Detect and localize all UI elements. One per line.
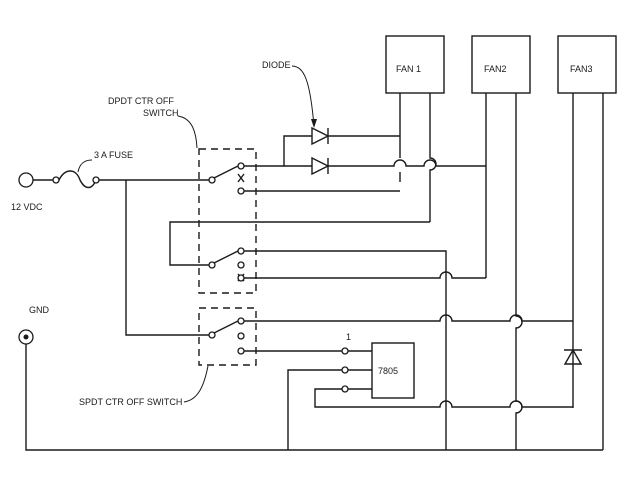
fuse-leader (77, 159, 93, 173)
diode-upper (311, 126, 330, 146)
diode-fan3 (563, 348, 583, 365)
dpdt-label-line1: DPDT CTR OFF (108, 96, 174, 106)
regulator-label: 7805 (378, 366, 398, 376)
diode-lower (311, 156, 330, 176)
dpdt-leader (177, 115, 198, 149)
spdt-throw-a (237, 317, 245, 325)
regulator-pin-3 (341, 385, 349, 393)
fan-2-box: FAN2 (471, 35, 531, 94)
spdt-throw-b (237, 332, 245, 340)
spdt-throw-c (237, 347, 245, 355)
dpdt-pole2-blade (213, 250, 239, 264)
fan-3-box: FAN3 (557, 35, 617, 94)
spdt-blade (213, 320, 239, 334)
fan-1-right-lead (429, 93, 437, 222)
fuse-terminal-right (92, 176, 100, 184)
dpdt-pole2-a-out (244, 250, 447, 450)
diode-leader-arrow (311, 119, 317, 128)
fan-1-box: FAN 1 (385, 35, 445, 94)
fan1-return-loop (169, 221, 430, 266)
spdt-switch-outline (198, 307, 257, 366)
gnd-terminal-inner (23, 334, 29, 340)
regulator-pin-2 (341, 366, 349, 374)
dpdt-pole2-c-to-fan2 (244, 271, 486, 279)
gnd-label: GND (29, 305, 50, 315)
pin2-to-ground (287, 369, 342, 450)
fan-2-label: FAN2 (484, 64, 507, 74)
fan-3-label: FAN3 (570, 64, 593, 74)
fused-branch-to-spdt (125, 180, 210, 336)
vdc-label: 12 VDC (11, 202, 43, 212)
dpdt-pole2-throw-a (237, 247, 245, 255)
regulator-pin-1 (341, 347, 349, 355)
spdt-common (208, 331, 216, 339)
lower-diode-out (328, 159, 486, 167)
dpdt-pole1-throw-b (237, 187, 245, 195)
dpdt-pole1-common (208, 176, 216, 184)
fan-1-label: FAN 1 (396, 64, 421, 74)
dpdt-pole2-throw-c (237, 274, 245, 282)
spdt-throw-a-out (244, 314, 573, 322)
fuse-terminal-left (52, 176, 60, 184)
regulator-7805 (371, 342, 415, 399)
pin-1-label: 1 (346, 332, 351, 342)
fuse-label: 3 A FUSE (94, 150, 133, 160)
ground-bus (25, 344, 603, 451)
diode-leader (291, 65, 315, 127)
fuse-element (58, 170, 97, 189)
dpdt-label-line2: SWITCH (143, 108, 179, 118)
dpdt-switch-outline (198, 148, 257, 294)
spdt-label: SPDT CTR OFF SWITCH (79, 397, 182, 407)
diode-label: DIODE (262, 60, 291, 70)
dpdt-upper-to-diodes (244, 135, 312, 167)
fan-2-right-lead (515, 93, 523, 450)
dpdt-pole1-x-mark (237, 173, 245, 183)
dpdt-pole2-throw-b (237, 261, 245, 269)
vdc-input-terminal (18, 172, 34, 188)
spdt-leader (183, 365, 209, 403)
pin3-output (314, 388, 573, 408)
dpdt-pole1-blade (213, 165, 239, 179)
dpdt-pole1-throw-a (237, 162, 245, 170)
